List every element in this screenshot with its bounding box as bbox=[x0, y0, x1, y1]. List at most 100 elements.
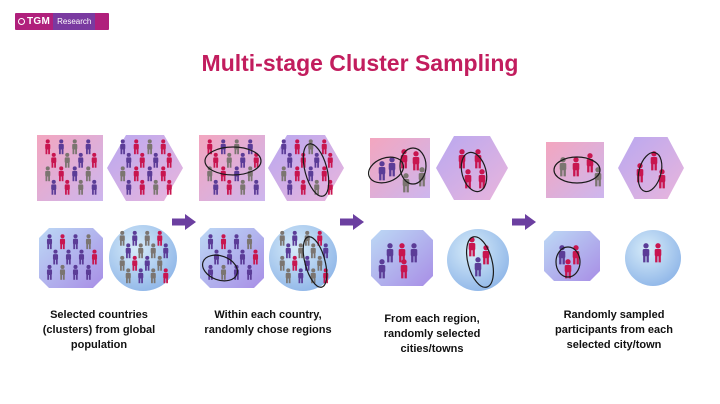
person-icon bbox=[150, 268, 156, 284]
selection-ellipse bbox=[367, 156, 405, 184]
person-icon bbox=[378, 259, 386, 279]
person-icon bbox=[300, 179, 306, 195]
person-icon bbox=[398, 243, 406, 263]
person-icon bbox=[64, 152, 70, 168]
selection-ellipse bbox=[399, 147, 427, 185]
person-icon bbox=[233, 234, 240, 250]
person-icon bbox=[294, 166, 300, 182]
arrow-right-icon bbox=[340, 214, 364, 230]
person-icon bbox=[91, 152, 97, 168]
person-icon bbox=[317, 255, 323, 271]
person-icon bbox=[410, 243, 418, 263]
person-icon bbox=[78, 152, 84, 168]
person-icon bbox=[51, 179, 57, 195]
person-icon bbox=[308, 166, 314, 182]
arrow-right-icon bbox=[512, 214, 536, 230]
person-icon bbox=[207, 234, 214, 250]
person-icon bbox=[133, 139, 139, 155]
selection-ellipses bbox=[201, 143, 663, 288]
person-icon bbox=[120, 166, 126, 182]
person-icon bbox=[252, 249, 259, 265]
person-icon bbox=[64, 179, 70, 195]
person-icon bbox=[59, 264, 66, 280]
logo-text: Research bbox=[53, 13, 96, 30]
person-icon bbox=[119, 230, 125, 246]
caption-line: Randomly sampled bbox=[563, 309, 665, 321]
person-icon bbox=[321, 139, 327, 155]
person-icon bbox=[85, 139, 91, 155]
person-icon bbox=[45, 139, 51, 155]
person-icon bbox=[474, 149, 482, 169]
caption-line: (clusters) from global bbox=[42, 324, 156, 336]
person-icon bbox=[133, 166, 139, 182]
person-icon bbox=[310, 243, 316, 259]
stage-caption-1: Selected countries (clusters) from globa… bbox=[24, 308, 174, 353]
person-icon bbox=[59, 234, 66, 250]
person-icon bbox=[119, 255, 125, 271]
caption-line: selected city/town bbox=[566, 339, 662, 351]
person-icon bbox=[317, 230, 323, 246]
person-icon bbox=[572, 157, 580, 177]
caption-line: From each region, bbox=[384, 313, 480, 325]
person-icon bbox=[120, 139, 126, 155]
selection-ellipse bbox=[465, 236, 495, 288]
cluster-octagon bbox=[371, 230, 433, 286]
person-icon bbox=[298, 243, 304, 259]
person-icon bbox=[126, 179, 132, 195]
person-icon bbox=[400, 259, 408, 279]
person-icon bbox=[85, 234, 92, 250]
caption-line: randomly selected bbox=[383, 328, 481, 340]
selection-ellipse bbox=[204, 146, 262, 176]
person-icon bbox=[285, 243, 291, 259]
person-icon bbox=[85, 166, 91, 182]
selection-ellipse bbox=[460, 151, 488, 193]
person-icon bbox=[147, 139, 153, 155]
person-icon bbox=[281, 166, 287, 182]
person-icon bbox=[51, 152, 57, 168]
person-icon bbox=[45, 166, 51, 182]
person-icon bbox=[157, 255, 163, 271]
stage-caption-4: Randomly sampled participants from each … bbox=[534, 308, 694, 353]
person-icon bbox=[298, 268, 304, 284]
person-icon bbox=[240, 179, 246, 195]
person-icon bbox=[139, 179, 145, 195]
cluster-hexagon bbox=[618, 137, 684, 199]
selection-ellipse bbox=[555, 246, 581, 278]
selection-ellipse bbox=[302, 236, 328, 288]
person-icon bbox=[478, 169, 486, 189]
person-icon bbox=[327, 152, 333, 168]
person-icon bbox=[285, 268, 291, 284]
tgm-research-logo: TGM Research bbox=[15, 13, 109, 30]
person-icon bbox=[160, 139, 166, 155]
person-icon bbox=[139, 152, 145, 168]
stage-caption-3: From each region, randomly selected citi… bbox=[362, 312, 502, 357]
person-icon bbox=[125, 243, 131, 259]
stage-arrows bbox=[172, 214, 536, 230]
person-icon bbox=[482, 245, 490, 265]
person-icon bbox=[287, 152, 293, 168]
person-icon bbox=[138, 268, 144, 284]
person-icon bbox=[46, 264, 53, 280]
person-icon bbox=[72, 166, 78, 182]
person-icon bbox=[279, 255, 285, 271]
person-icon bbox=[58, 139, 64, 155]
person-icon bbox=[153, 152, 159, 168]
person-icon bbox=[72, 139, 78, 155]
person-icon bbox=[78, 179, 84, 195]
person-icon bbox=[564, 259, 572, 279]
caption-line: participants from each bbox=[555, 324, 673, 336]
person-icon bbox=[253, 179, 259, 195]
person-icon bbox=[85, 264, 92, 280]
person-icon bbox=[91, 179, 97, 195]
caption-line: Within each country, bbox=[214, 309, 322, 321]
person-icon bbox=[281, 139, 287, 155]
person-icon bbox=[91, 249, 98, 265]
person-icon bbox=[294, 139, 300, 155]
person-icon bbox=[418, 167, 426, 187]
person-icon bbox=[247, 139, 253, 155]
person-icon bbox=[388, 157, 396, 177]
person-icon bbox=[166, 179, 172, 195]
person-icon bbox=[132, 230, 138, 246]
person-icon bbox=[160, 166, 166, 182]
person-icon bbox=[157, 230, 163, 246]
